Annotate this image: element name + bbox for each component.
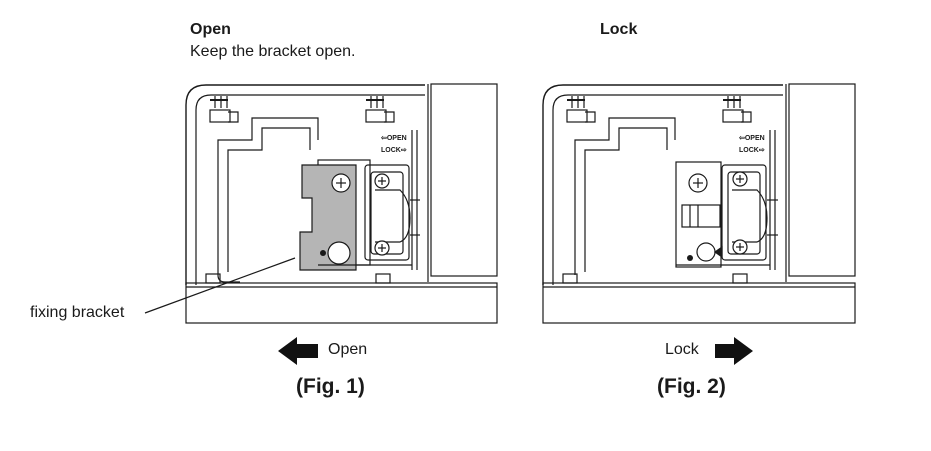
fig2-switch-lock-label: LOCK⇨: [739, 147, 765, 154]
fig1-switch-open-label: ⇦OPEN: [381, 135, 407, 142]
fig2-switch-open-label: ⇦OPEN: [739, 135, 765, 142]
fig2-screw-icon-2: [732, 171, 748, 187]
fig1-right-clip-icon: [365, 96, 395, 123]
open-heading: Open: [190, 21, 231, 38]
lock-direction-label: Lock: [665, 341, 699, 358]
fig2-device: [542, 83, 856, 324]
fig2-caption: (Fig. 2): [657, 375, 726, 398]
open-direction-label: Open: [328, 341, 368, 358]
fixing-bracket-label: fixing bracket: [30, 304, 125, 321]
fig2-screw-icon: [688, 173, 708, 193]
lock-heading: Lock: [600, 21, 638, 38]
arrow-left-icon: [278, 337, 318, 365]
open-instruction: Keep the bracket open.: [190, 43, 356, 60]
fig2-screw-icon-3: [732, 239, 748, 255]
fig2-left-clip-icon: [566, 96, 596, 123]
fig1-screw-icon: [331, 173, 351, 193]
arrow-right-icon: [715, 337, 753, 365]
fig1-device: [144, 83, 498, 324]
fig1-left-clip-icon: [209, 96, 239, 123]
fig1-switch-lock-label: LOCK⇨: [381, 147, 407, 154]
fig2-right-clip-icon: [722, 96, 752, 123]
fig1-screw-icon-2: [374, 173, 390, 189]
fig1-caption: (Fig. 1): [296, 375, 365, 398]
fig1-screw-icon-3: [374, 240, 390, 256]
